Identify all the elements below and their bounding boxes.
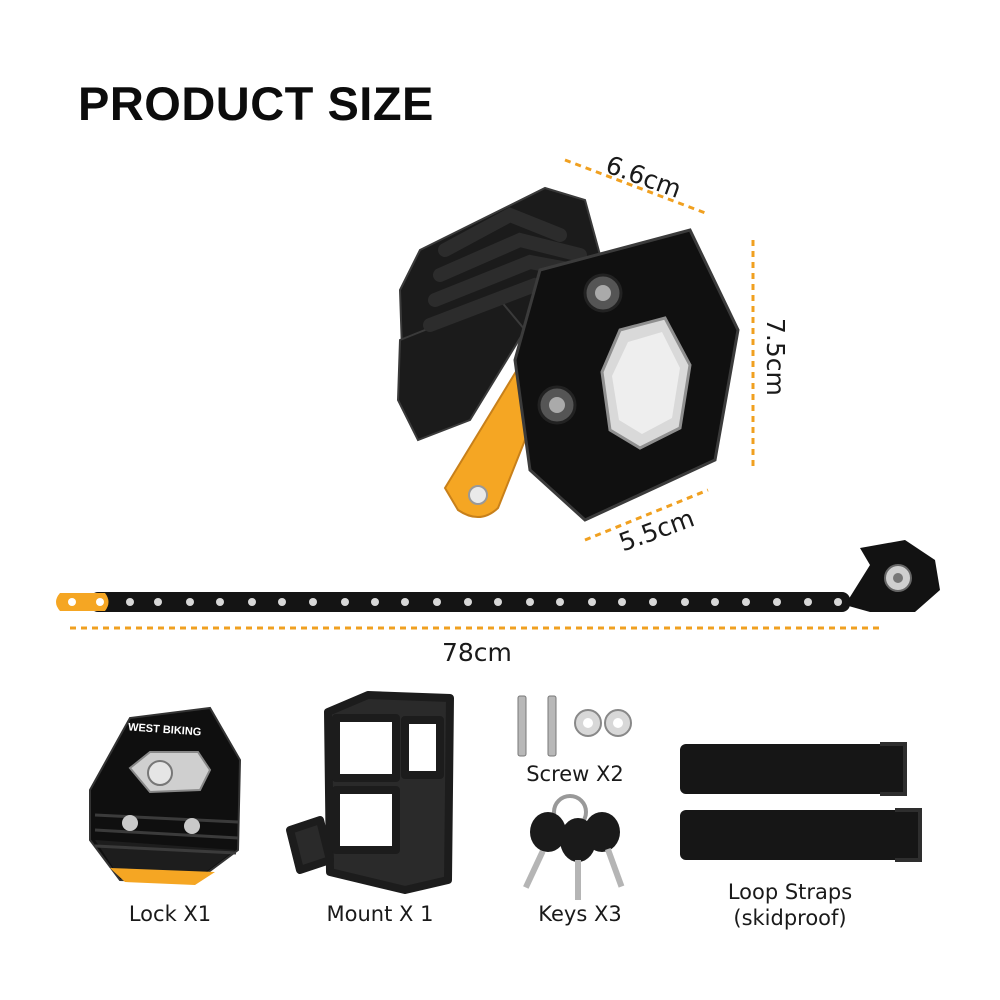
mount-accessory-image [286,691,454,894]
depth-dim-line [584,488,709,542]
width-dim-line [564,158,709,216]
loop-straps-image [680,742,922,862]
page-title: PRODUCT SIZE [78,77,434,130]
screw-caption: Screw X2 [526,762,624,786]
height-label: 7.5cm [761,318,790,396]
straps-caption-line1: Loop Straps [727,880,853,904]
length-label: 78cm [442,638,512,667]
straps-caption-line2: (skidproof) [733,906,847,930]
keys-accessory-image [523,794,625,900]
folded-lock-image [396,186,740,522]
keys-caption: Keys X3 [538,902,622,926]
lock-accessory-image [89,706,242,885]
mount-caption: Mount X 1 [326,902,434,926]
lock-caption: Lock X1 [128,902,212,926]
screws-accessory-image [517,695,632,757]
dimension-lines [70,158,880,630]
extended-chain-image [56,540,940,612]
